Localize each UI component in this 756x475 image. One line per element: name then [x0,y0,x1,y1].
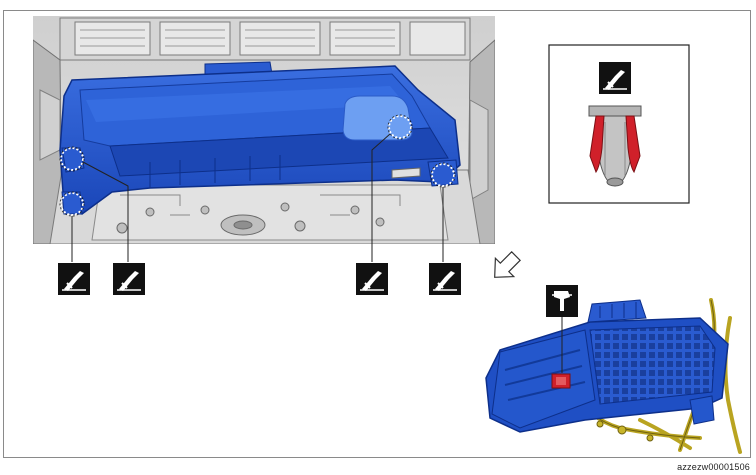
arrow-down-right-icon [494,251,521,278]
removed-tray-photo [485,298,742,454]
clip-release-icon [113,263,145,295]
trim-clip-drawing [588,105,642,187]
clip-release-icon [429,263,461,295]
clip-marker-right-upper [388,115,412,139]
connector-disconnect-icon [546,285,578,317]
clip-release-icon [599,62,631,94]
clip-marker-right-lower [431,163,455,187]
electrical-connector [551,373,571,389]
storage-tray [59,61,461,215]
dashboard-photo [33,16,495,244]
clip-detail-inset [548,44,690,204]
clip-marker-left-upper [60,147,84,171]
clip-release-icon [58,263,90,295]
clip-location-markers [60,115,455,216]
clip-marker-left-lower [60,192,84,216]
callout-leaders [71,133,444,262]
clip-release-symbols [58,263,461,295]
figure-reference-id: azzezw00001506 [677,462,750,472]
clip-release-icon [356,263,388,295]
